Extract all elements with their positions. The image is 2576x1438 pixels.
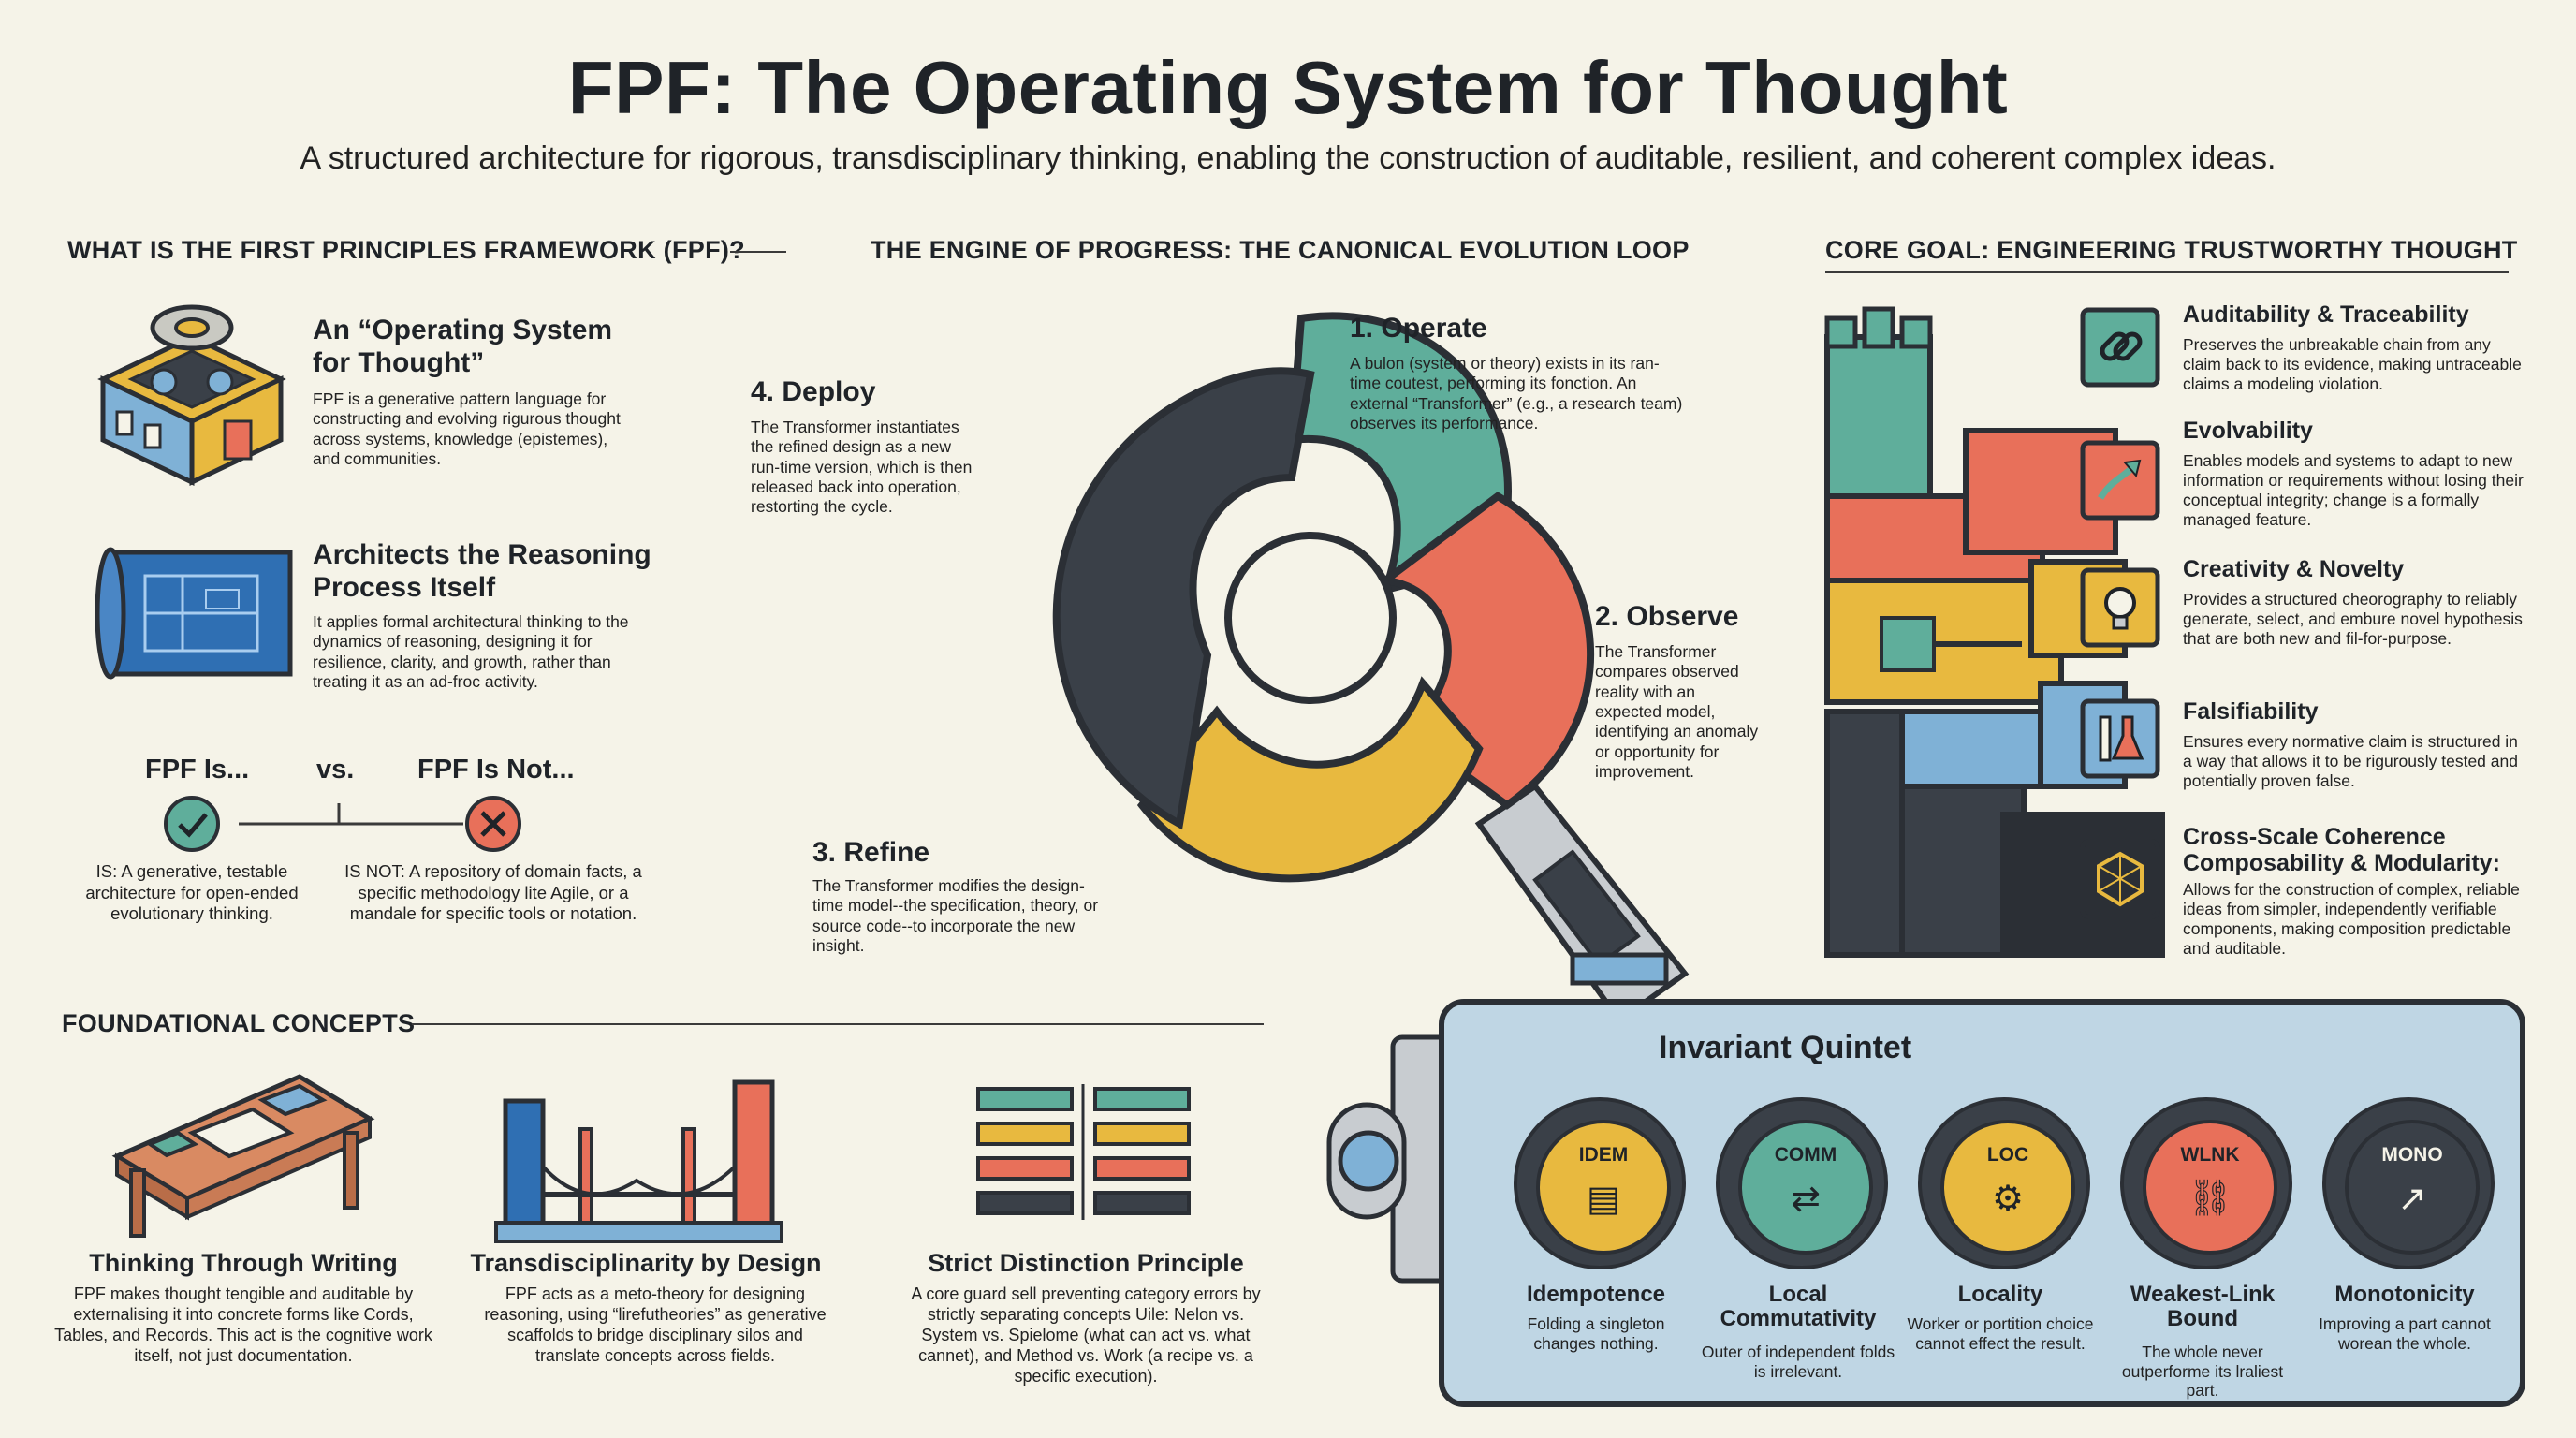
invariant-description: Folding a singleton changes nothing. xyxy=(1527,1314,1665,1353)
isnot-text: IS NOT: A repository of domain facts, a … xyxy=(344,861,642,924)
core-goal-rule xyxy=(1825,271,2509,273)
what-is-heading: WHAT IS THE FIRST PRINCIPLES FRAMEWORK (… xyxy=(67,236,745,264)
loop-segment-refine xyxy=(1136,676,1484,883)
mono-icon: ↗ xyxy=(2397,1180,2427,1219)
step-operate-title: 1. Operate xyxy=(1350,313,1487,344)
loop-center xyxy=(1224,532,1397,704)
lightbulb-icon xyxy=(2080,567,2160,648)
distinction-table-icon xyxy=(976,1084,1191,1220)
wlnk-icon: ⛓ xyxy=(2187,1179,2233,1218)
blueprint-icon xyxy=(95,547,293,680)
foundational-rule xyxy=(412,1023,1264,1025)
step-refine-title: 3. Refine xyxy=(812,837,930,868)
step-deploy-title: 4. Deploy xyxy=(751,376,876,407)
engine-heading: THE ENGINE OF PROGRESS: THE CANONICAL EV… xyxy=(871,236,1690,264)
goal-creativity-text: Provides a structured cheorography to re… xyxy=(2183,590,2523,648)
page-subtitle: A structured architecture for rigorous, … xyxy=(300,140,2276,176)
invariant-code: LOC xyxy=(1986,1144,2029,1166)
is-text: IS: A generative, testable architecture … xyxy=(85,861,299,924)
is-label: FPF Is... xyxy=(145,755,250,785)
vs-label: vs. xyxy=(316,755,355,785)
invariant-name: Idempotence xyxy=(1526,1282,1666,1307)
invariant-badge: IDEM ▤ xyxy=(1514,1097,1686,1269)
step-operate-text: A bulon (system or theory) exists in its… xyxy=(1350,354,1683,433)
goal-falsifiability-title: Falsifiability xyxy=(2183,698,2319,725)
invariant-code: IDEM xyxy=(1578,1144,1629,1166)
block-tower-illustration xyxy=(1824,306,2165,958)
goal-creativity-title: Creativity & Novelty xyxy=(2183,556,2405,582)
invariant-code: MONO xyxy=(2381,1144,2443,1166)
goal-auditability-text: Preserves the unbreakable chain from any… xyxy=(2183,335,2522,393)
invariant-badge: MONO ↗ xyxy=(2322,1097,2495,1269)
comm-icon: ⇄ xyxy=(1791,1180,1821,1219)
isnot-label: FPF Is Not... xyxy=(417,755,575,785)
invariant-description: Outer of independent folds is irrelevant… xyxy=(1701,1343,1895,1381)
step-deploy-text: The Transformer instantiates the refined… xyxy=(751,418,973,517)
is-vs-isnot-connector xyxy=(164,796,521,852)
invariant-code: COMM xyxy=(1774,1144,1837,1166)
loc-icon: ⚙ xyxy=(1991,1180,2025,1219)
chain-link-icon xyxy=(2080,307,2160,388)
check-icon xyxy=(164,796,220,852)
foundation-transdisciplinarity-title: Transdisciplinarity by Design xyxy=(470,1249,822,1277)
invariant-code: WLNK xyxy=(2180,1144,2240,1166)
invariant-badge: COMM ⇄ xyxy=(1716,1097,1888,1269)
foundation-distinction-title: Strict Distinction Principle xyxy=(928,1249,1244,1277)
step-observe-title: 2. Observe xyxy=(1595,601,1739,632)
arch-text: It applies formal architectural thinking… xyxy=(313,612,629,692)
core-goal-heading: CORE GOAL: ENGINEERING TRUSTWORTHY THOUG… xyxy=(1825,236,2518,264)
goal-auditability-title: Auditability & Traceability xyxy=(2183,301,2469,328)
foundational-heading: FOUNDATIONAL CONCEPTS xyxy=(62,1009,416,1037)
invariant-description: Worker or portition choice cannot effect… xyxy=(1907,1314,2094,1353)
os-text: FPF is a generative pattern language for… xyxy=(313,389,621,469)
goal-evolvability-title: Evolvability xyxy=(2183,418,2313,444)
page-title: FPF: The Operating System for Thought xyxy=(567,46,2009,129)
invariant-heading: Invariant Quintet xyxy=(1659,1030,1912,1065)
invariant-name: Weakest-Link Bound xyxy=(2130,1282,2276,1332)
foundation-writing-title: Thinking Through Writing xyxy=(89,1249,398,1277)
step-refine-text: The Transformer modifies the design-time… xyxy=(812,876,1099,956)
invariant-description: The whole never outperforme its lraliest… xyxy=(2121,1343,2284,1401)
lab-flask-icon xyxy=(2080,698,2160,779)
evolution-loop-diagram xyxy=(1052,312,1690,1025)
trend-arrow-icon xyxy=(2080,440,2160,521)
foundation-distinction-text: A core guard sell preventing category er… xyxy=(911,1284,1261,1386)
invariant-badge: LOC ⚙ xyxy=(1918,1097,2090,1269)
city-bridge-icon xyxy=(494,1079,783,1243)
goal-falsifiability-text: Ensures every normative claim is structu… xyxy=(2183,732,2518,790)
invariant-description: Improving a part cannot worean the whole… xyxy=(2319,1314,2491,1353)
idem-icon: ▤ xyxy=(1587,1180,1620,1219)
goal-coherence-text: Allows for the construction of complex, … xyxy=(2183,880,2520,958)
goal-evolvability-text: Enables models and systems to adapt to n… xyxy=(2183,451,2524,529)
goal-coherence-title: Cross-Scale Coherence Composability & Mo… xyxy=(2183,824,2500,876)
invariant-name: Local Commutativity xyxy=(1720,1282,1877,1332)
invariant-badge: WLNK ⛓ xyxy=(2120,1097,2292,1269)
arch-title: Architects the Reasoning Process Itself xyxy=(313,539,651,603)
network-cube-icon xyxy=(2080,839,2160,919)
what-is-rule xyxy=(730,251,786,253)
building-gear-icon xyxy=(97,304,286,486)
writing-desk-icon xyxy=(111,1074,375,1238)
step-observe-text: The Transformer compares observed realit… xyxy=(1595,642,1759,782)
invariant-name: Locality xyxy=(1957,1282,2043,1307)
invariant-name: Monotonicity xyxy=(2334,1282,2475,1307)
os-title: An “Operating System for Thought” xyxy=(313,315,613,378)
foundation-transdisciplinarity-text: FPF acts as a meto-theory for designing … xyxy=(484,1284,827,1365)
foundation-writing-text: FPF makes thought tengible and auditable… xyxy=(54,1284,432,1365)
loop-segment-deploy xyxy=(1052,367,1315,830)
